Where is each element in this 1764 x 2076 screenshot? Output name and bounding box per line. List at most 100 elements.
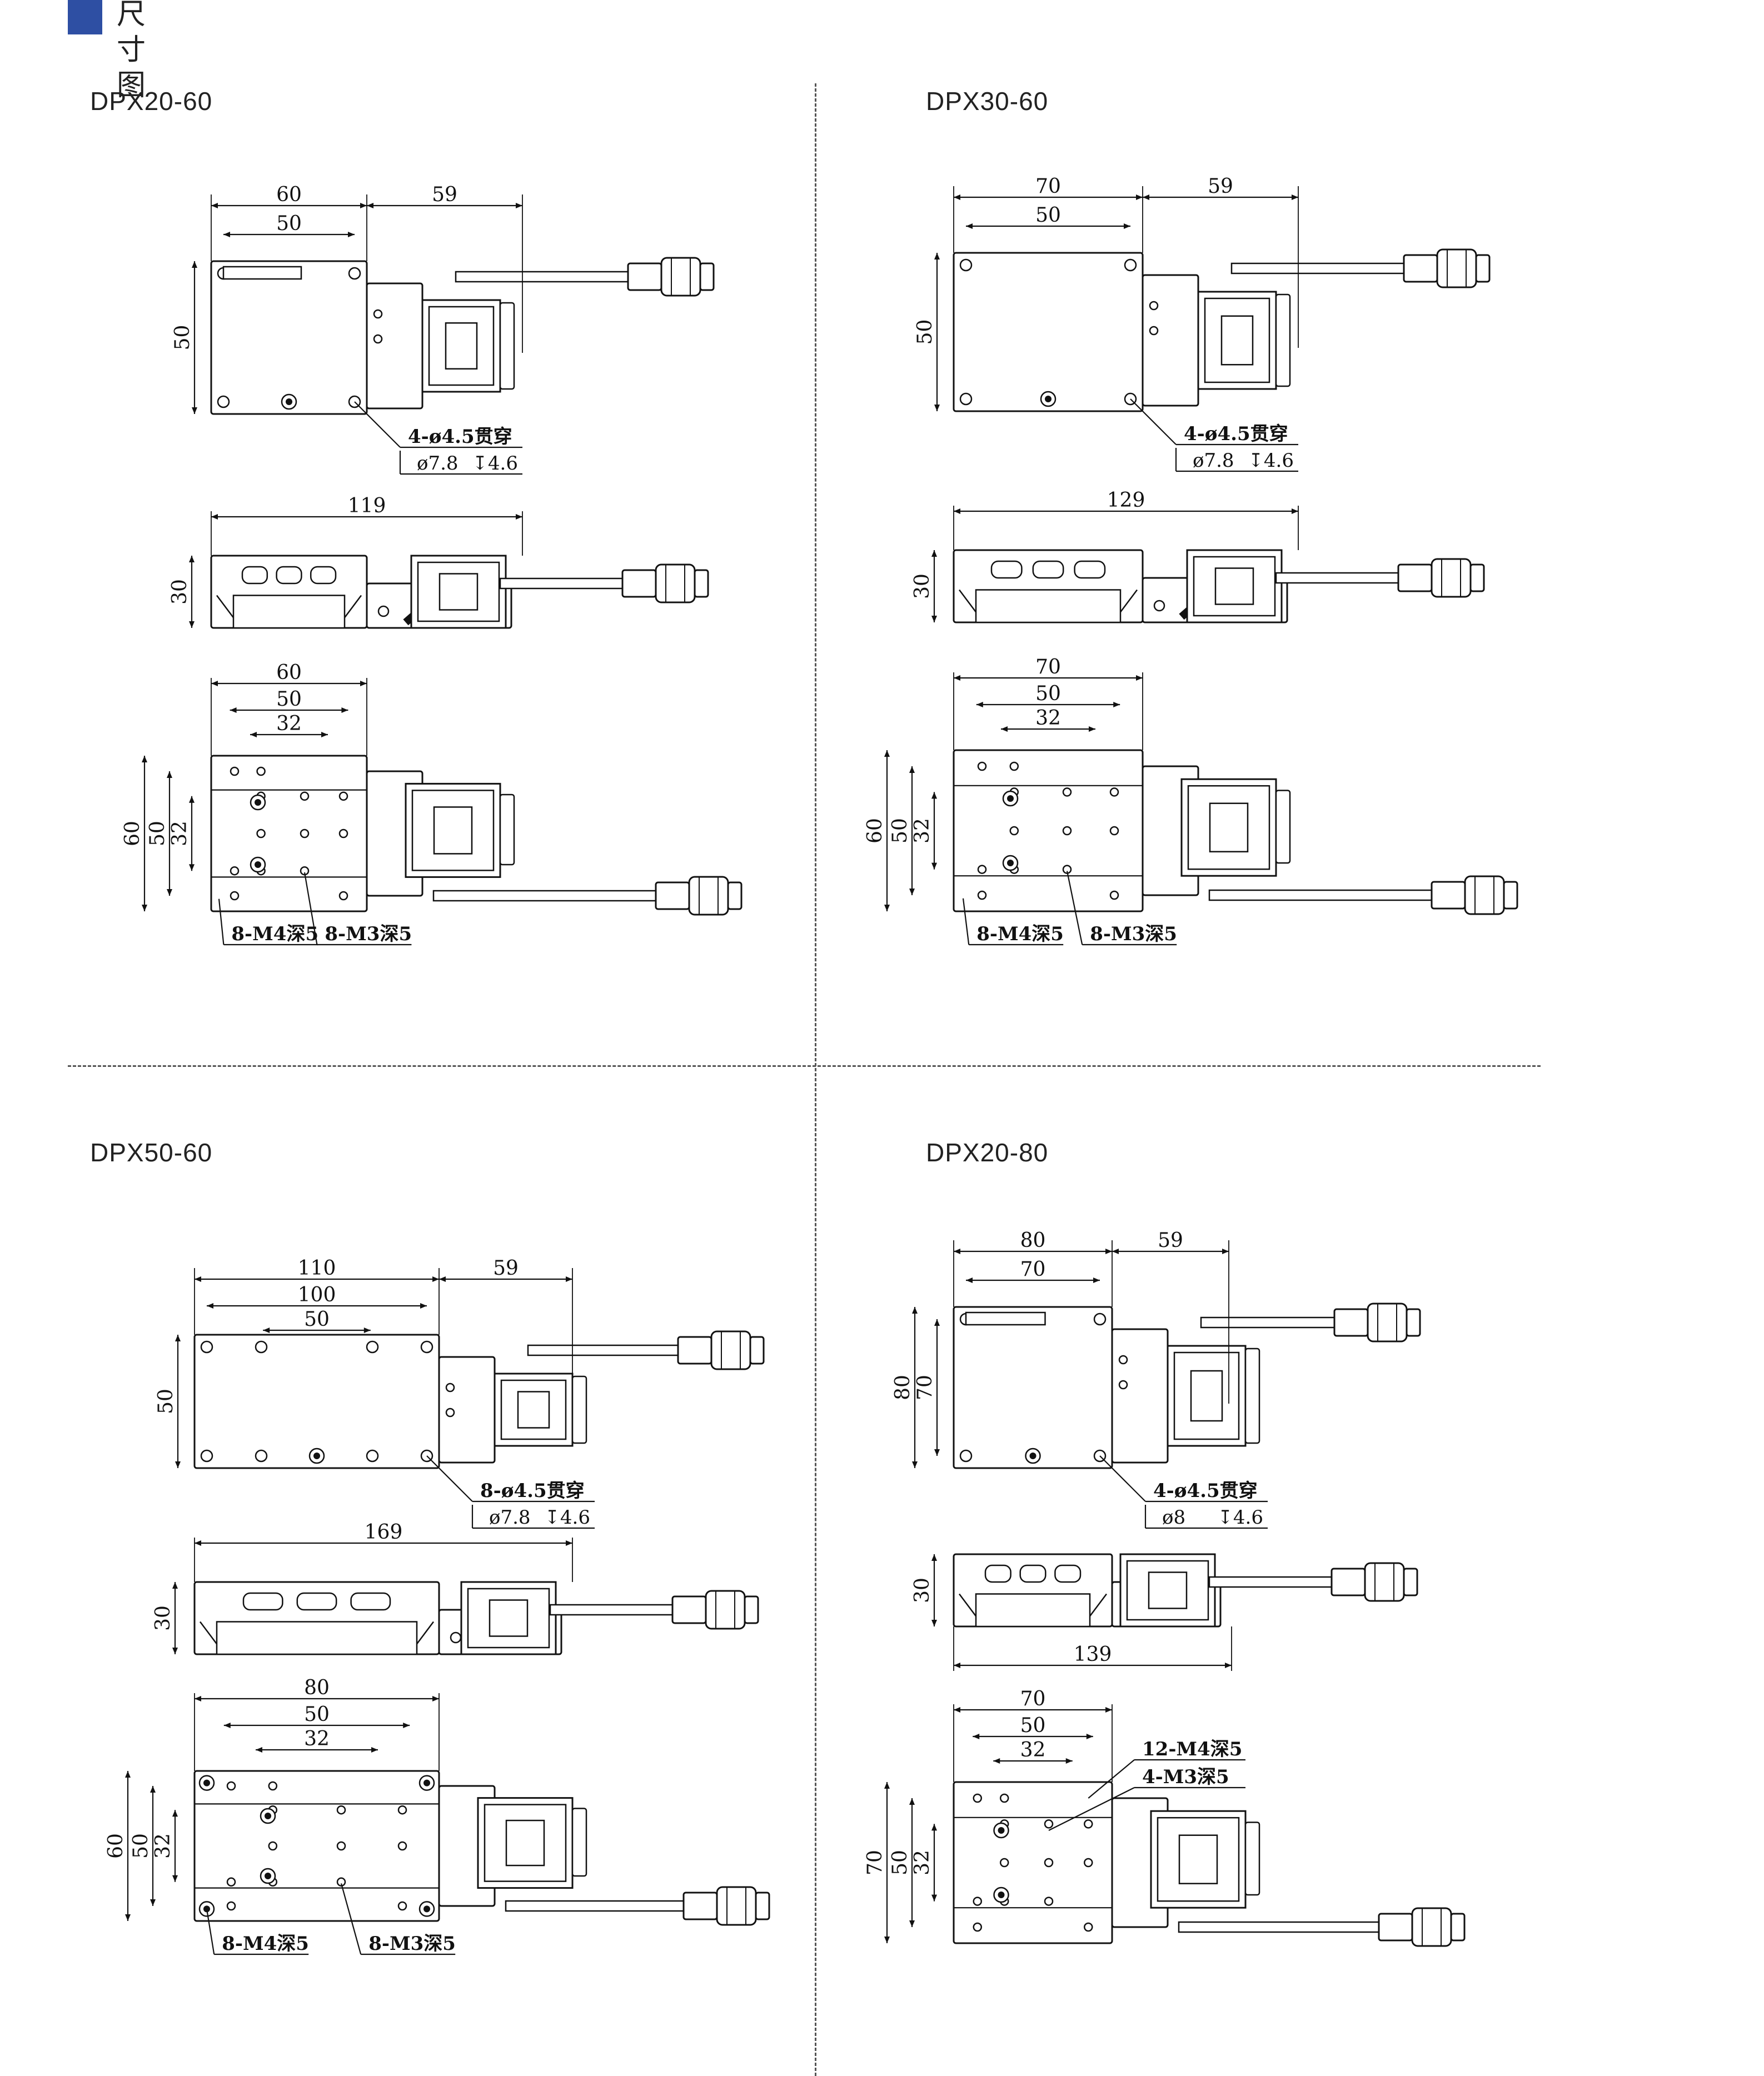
callout-depth-label: ↧4.6 (1248, 450, 1294, 472)
dim-top-width: 110 (298, 1257, 336, 1280)
dim-top-height: 50 (914, 320, 936, 345)
threaded-hole-icon (1062, 826, 1072, 836)
dimension-arrow (341, 707, 348, 713)
dimension-arrow (1113, 702, 1120, 707)
connector-body-icon (671, 1595, 707, 1624)
rail-slot-icon (296, 1592, 337, 1611)
rail-slot-icon (1074, 560, 1106, 579)
threaded-hole-icon (338, 829, 348, 839)
dimension-arrow (912, 1307, 918, 1314)
motor-cap-outline (499, 794, 515, 866)
leader-line (1088, 1759, 1135, 1799)
leader-line (218, 899, 225, 945)
threaded-hole-icon (230, 891, 240, 901)
counterbore-hole-center (1007, 795, 1014, 802)
dimension-arrow (931, 550, 937, 557)
threaded-hole-icon (973, 1922, 982, 1932)
mounting-hole-icon (959, 1449, 973, 1463)
connector-tip-icon (744, 1595, 759, 1624)
rail-slot-icon (1054, 1564, 1082, 1583)
motor-window-icon (505, 1819, 545, 1867)
dim-bottom-height: 60 (121, 821, 144, 846)
small-hole-icon (1149, 326, 1159, 336)
dimension-arrow (1292, 508, 1298, 514)
mounting-hole-icon (420, 1340, 433, 1354)
dim-total-length: 139 (1074, 1643, 1112, 1666)
leader-line (962, 898, 970, 945)
threaded-hole-icon (256, 829, 266, 839)
connector-nut-icon (1367, 1303, 1408, 1343)
dim-bottom-hinner: 32 (168, 821, 191, 846)
mounting-hole-icon (366, 1449, 379, 1463)
motor-window-icon (1148, 1571, 1188, 1609)
dim-total-length: 169 (365, 1521, 403, 1544)
vertical-divider (815, 83, 816, 2076)
pivot-hole-icon (1153, 600, 1165, 612)
rail-slot-icon (241, 566, 268, 585)
leader-line (1130, 398, 1177, 445)
callout-depth-label: ↧4.6 (544, 1506, 590, 1529)
threaded-hole-icon (999, 1793, 1009, 1803)
header-accent-block (68, 0, 102, 34)
connector-nut-icon (660, 257, 701, 297)
leader-line (354, 401, 401, 448)
small-hole-icon (1118, 1355, 1128, 1365)
callout-label: 8-M4深5 (231, 923, 318, 945)
connector-body-icon (1331, 1568, 1366, 1596)
motor-window-icon (1209, 802, 1249, 852)
connector-body-icon (682, 1892, 718, 1920)
connector-nut-icon (710, 1330, 751, 1370)
dim-hole-height: 70 (914, 1375, 936, 1400)
dimension-arrow (125, 1771, 131, 1778)
chamfer-lines (216, 595, 362, 618)
dimension-arrow (566, 1276, 572, 1282)
dimension-arrow (432, 1276, 439, 1282)
dimension-arrow (954, 1249, 960, 1254)
dimension-arrow (223, 232, 230, 237)
counterbore-hole-center (998, 1892, 1005, 1898)
dimension-arrow (150, 1899, 156, 1906)
dimension-arrow (954, 508, 960, 514)
dimension-arrow (976, 702, 983, 707)
mounting-hole-icon (217, 395, 230, 408)
dimension-arrow (211, 203, 218, 208)
dimension-arrow (321, 732, 328, 737)
horizontal-divider (68, 1065, 1541, 1067)
callout-label: 8-ø4.5贯穿 (480, 1480, 585, 1502)
connector-body-icon (655, 881, 690, 910)
dimension-arrow (172, 1875, 178, 1882)
mounting-hole-icon (255, 1340, 268, 1354)
connector-body-icon (627, 262, 662, 291)
rail-slot-icon (984, 1564, 1011, 1583)
callout-label: 4-ø4.5贯穿 (408, 426, 512, 448)
counterbore-hole-center (265, 1873, 271, 1879)
motor-window-icon (445, 322, 478, 370)
dim-cable-length: 59 (1208, 175, 1233, 198)
dim-side-height: 30 (911, 573, 934, 599)
dimension-arrow (363, 1328, 371, 1333)
mounting-hole-icon (200, 1449, 213, 1463)
rail-slot-icon (990, 560, 1023, 579)
threaded-hole-icon (1044, 1858, 1054, 1868)
dim-bottom-height: 60 (864, 818, 886, 844)
threaded-hole-icon (1009, 826, 1019, 836)
dim-bottom-width: 70 (1020, 1688, 1046, 1710)
dim-bottom-hinner: 32 (911, 1850, 934, 1875)
dimension-arrow (934, 1319, 940, 1326)
threaded-hole-icon (1084, 1922, 1093, 1932)
dimension-arrow (1136, 194, 1143, 200)
dimension-arrow (1143, 194, 1149, 200)
threaded-hole-icon (268, 1781, 278, 1791)
callout-label: ø7.8 (1193, 450, 1234, 472)
dimension-arrow (172, 1810, 178, 1817)
dim-top-width: 60 (276, 183, 302, 206)
dimension-arrow (175, 1461, 181, 1468)
threaded-hole-icon (338, 791, 348, 801)
callout-label: ø7.8 (489, 1506, 531, 1529)
mounting-hole-icon (348, 267, 361, 280)
threaded-hole-icon (1084, 1858, 1093, 1868)
rail-slot-icon (242, 1592, 283, 1611)
dimension-arrow (223, 1723, 231, 1728)
